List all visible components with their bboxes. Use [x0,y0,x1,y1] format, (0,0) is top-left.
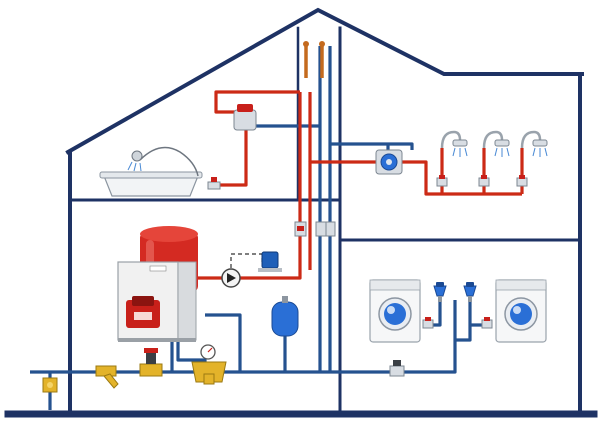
house-structure [4,7,598,418]
circulator-pump [221,268,241,288]
washing-machine-1 [369,279,421,343]
vent-cap-left [303,41,309,47]
roof-outline [65,7,584,155]
roof-vents [303,41,325,78]
expansion-vessel-body [271,301,299,337]
riser-valves [294,221,336,237]
bath-spray [127,161,142,172]
riser-valve-hot-handle [297,226,304,231]
hot-shower-drops [440,148,524,194]
burner-panel [132,296,154,306]
attic-mixing-valve [233,104,257,131]
mixing-valve-cap [237,104,253,112]
controller-box [261,251,279,269]
cold-water-network [30,46,490,410]
right-floor-valve [389,360,405,377]
shower-head-icon [452,139,468,147]
washer1-panel [369,279,421,291]
washer-valves [422,317,493,329]
washing-machine-2 [495,279,547,343]
burner-window [134,312,152,320]
washer1-glare [387,306,395,314]
riser-valve-cold [315,221,328,237]
washer2-glare [513,306,521,314]
shower-mixer [375,149,403,175]
shower-head-icon [494,139,510,147]
washer2-drum [510,303,532,325]
pump-controller [258,251,282,272]
inlet-valve [42,377,58,393]
expansion-vessel-neck [282,296,288,303]
shower-head-icon [532,139,548,147]
bath-shower-head-icon [131,150,143,162]
vent-cap-right [319,41,325,47]
floor-fittings [42,344,405,393]
bathtub-rim [99,171,203,179]
shower-head-3 [520,130,548,157]
cold-expansion-feed [205,313,287,372]
cold-riser [318,46,332,372]
bath-tap-icon [207,181,221,190]
washer1-drum [384,303,406,325]
arrestor-1 [433,282,447,302]
bathtub [99,146,221,197]
shower-valves [436,175,528,187]
shower-head-2 [482,130,510,157]
hot-tank-outlet [198,92,302,280]
pressure-reducer [191,344,227,385]
bathtub-body [103,175,199,197]
boiler-base [118,338,196,342]
controller-base [258,268,282,272]
hot-right-supply [308,160,522,270]
solenoid-valve [139,348,163,377]
cold-main-line [30,300,457,410]
bath-hose [139,146,199,177]
riser-valve-cold2 [325,221,336,237]
shower-heads [436,130,548,187]
hot-attic-loop [214,90,300,114]
cold-shower-branch [330,142,414,152]
pump-arrow [227,273,236,283]
boiler [117,261,197,342]
hot-bath-line [220,128,248,187]
boiler-side [177,261,197,341]
washer2-panel [495,279,547,291]
water-hammer-arrestors [433,282,477,302]
tank-top [140,226,198,242]
boiler-label-plate [149,265,167,272]
arrestor-2 [463,282,477,302]
bath-tap-handle [211,177,217,182]
expansion-vessel [271,296,299,337]
y-strainer [95,365,119,389]
shower-mixer-hub [386,159,392,165]
control-signal-line [230,253,263,268]
mixing-valve-body [233,109,257,131]
shower-head-1 [440,130,468,157]
